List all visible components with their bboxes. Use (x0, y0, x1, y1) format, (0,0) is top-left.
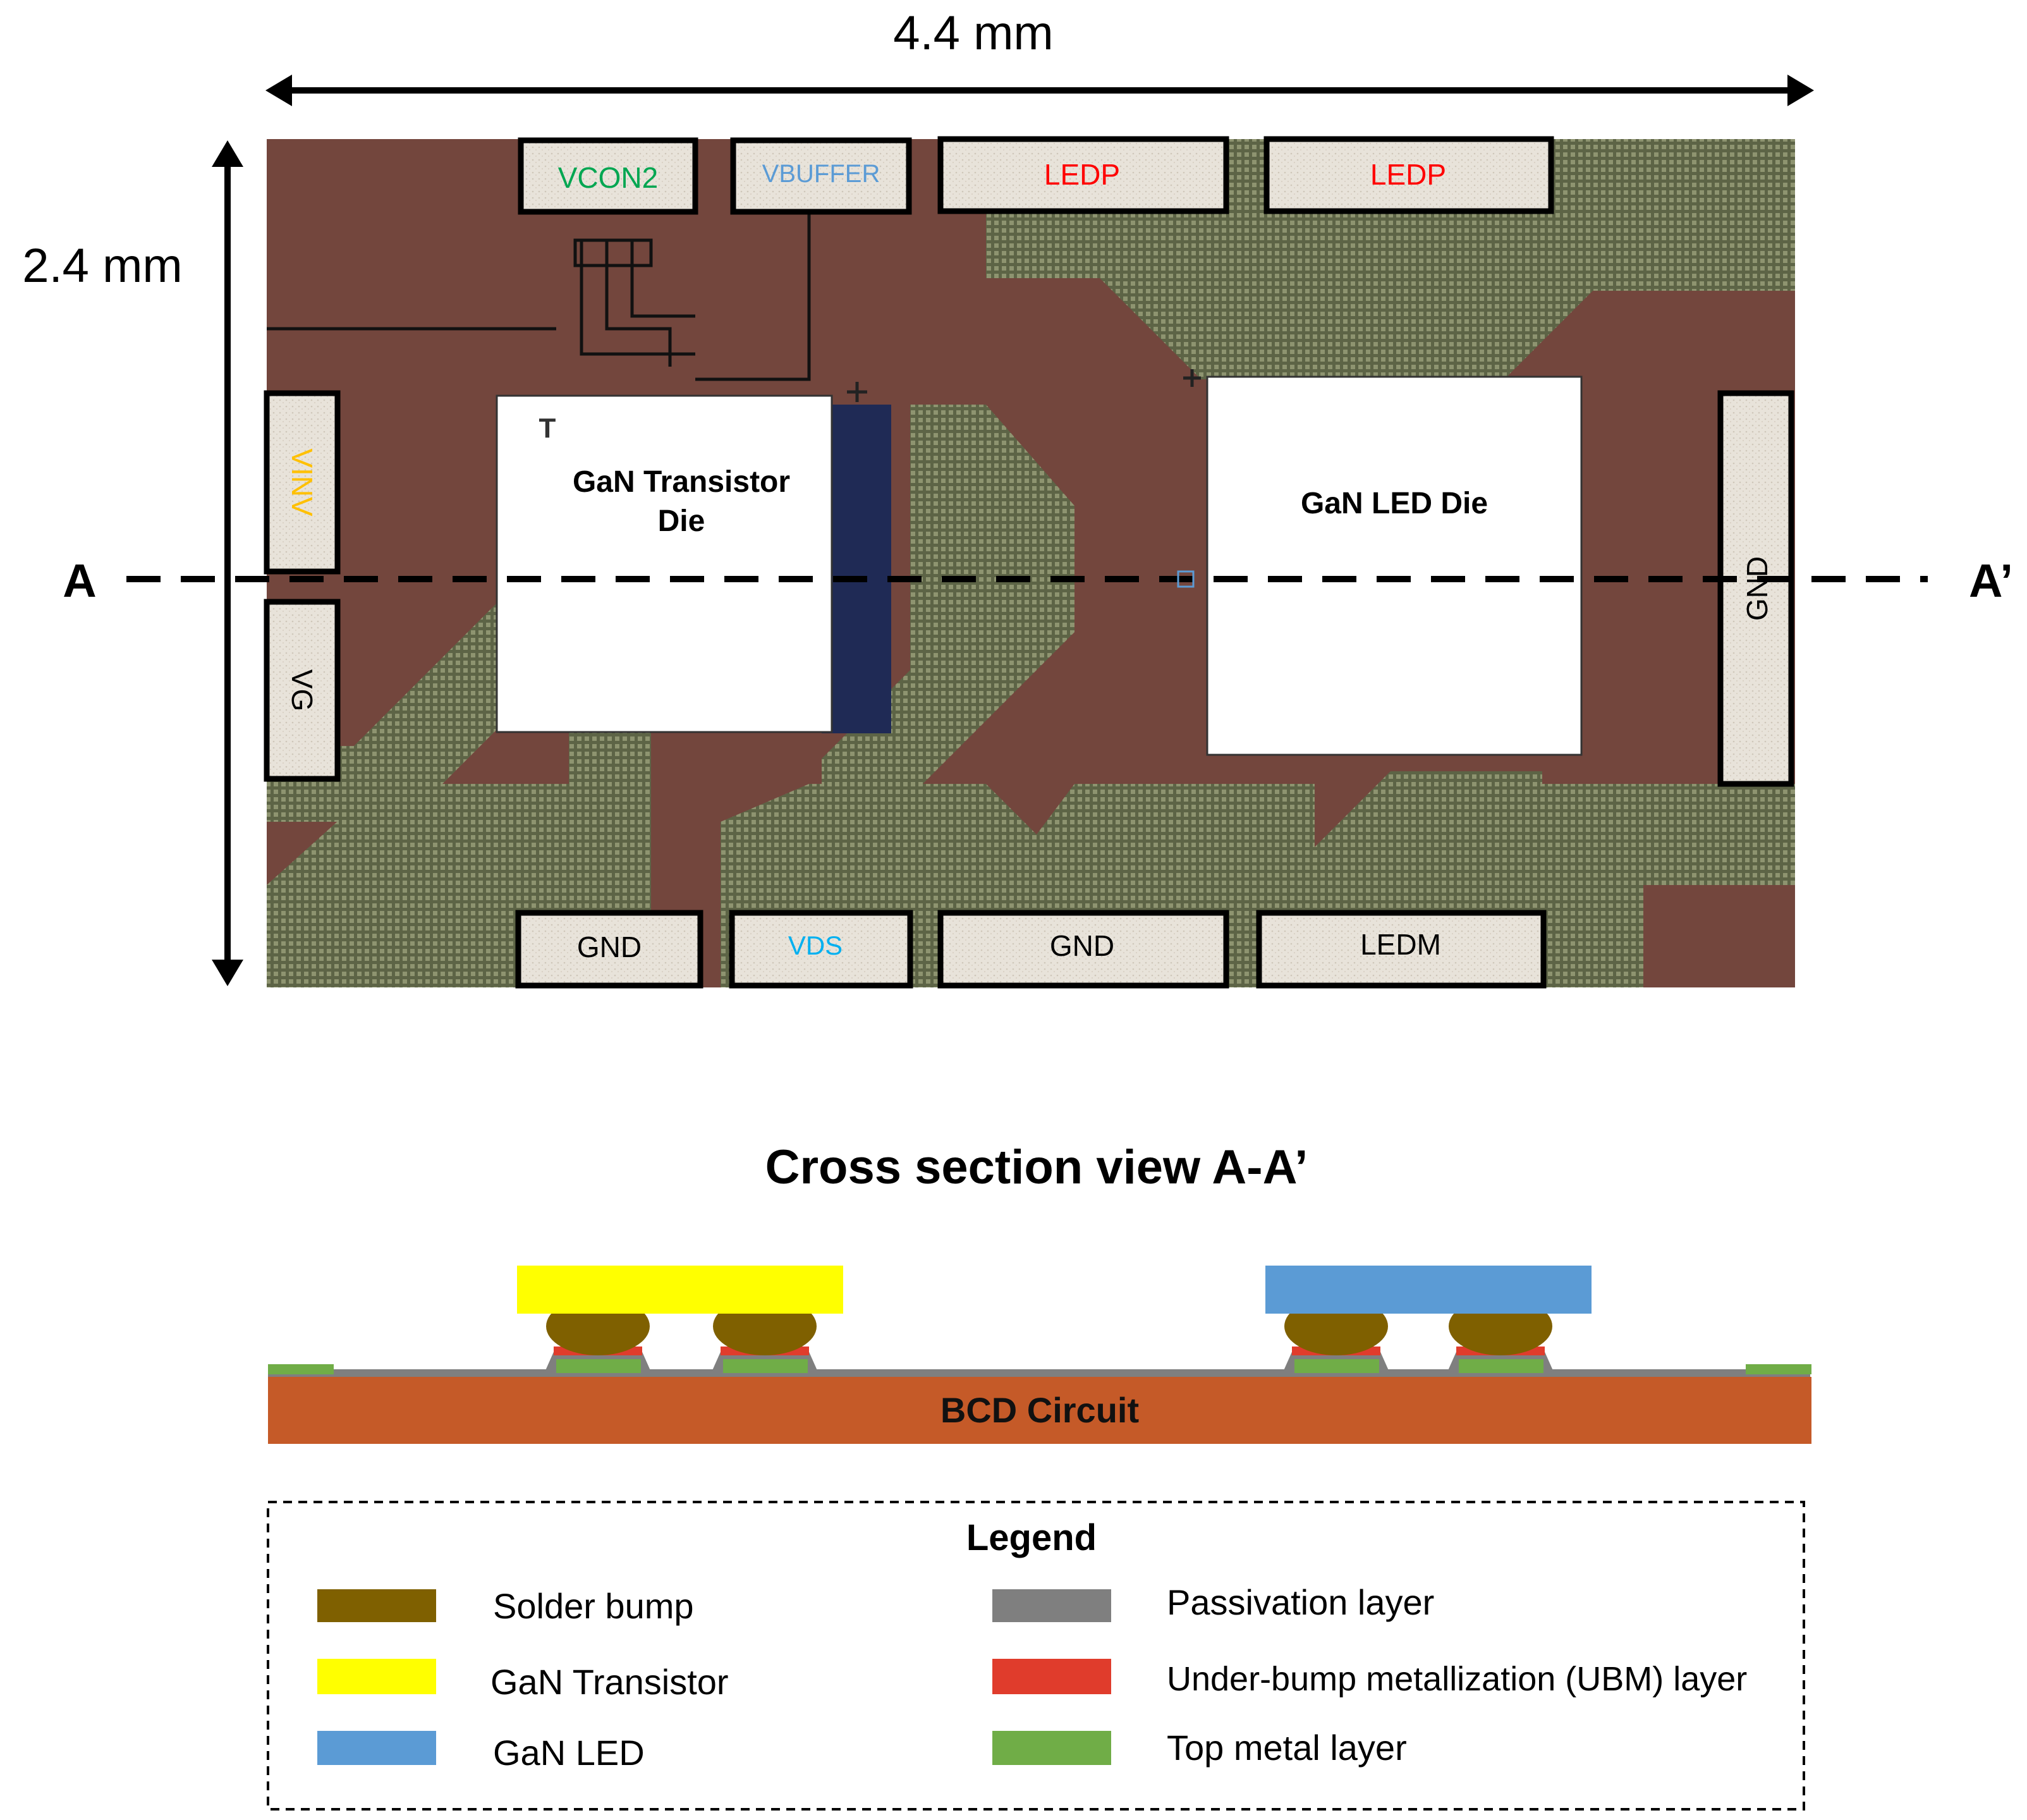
legend-swatch-top-metal (992, 1731, 1111, 1765)
pad-vds (729, 910, 913, 989)
width-label: 4.4 mm (893, 6, 1053, 60)
transistor-die-label-2: Die (658, 504, 705, 538)
pad-ledp-2 (1263, 136, 1554, 214)
passivation-layer (268, 1369, 1810, 1377)
pad-gnd-bottom-2 (937, 910, 1229, 989)
arrowhead-right (1787, 75, 1814, 106)
pad-vcon2 (518, 137, 698, 215)
legend-label-solder-bump: Solder bump (493, 1586, 694, 1626)
legend-box (267, 1501, 1805, 1811)
pad-vg-label: VG (286, 669, 319, 711)
bcd-circuit-substrate (268, 1377, 1811, 1444)
pad-vds-label: VDS (788, 931, 843, 960)
pad-ledp-1-label: LEDP (1044, 158, 1120, 191)
legend-label-passivation: Passivation layer (1167, 1582, 1434, 1622)
pad-gnd-bottom-1 (515, 910, 703, 989)
legend-label-gan-led: GaN LED (493, 1733, 645, 1773)
arrowhead-left (265, 75, 292, 106)
bond-pads: VCON2 VBUFFER LEDP LEDP VINV VG GND GND … (264, 136, 1794, 989)
height-label: 2.4 mm (22, 239, 182, 293)
legend-swatch-gan-led (317, 1731, 436, 1765)
pad-vbuffer (730, 137, 912, 215)
pad-gnd-right-label: GND (1741, 556, 1774, 621)
transistor-mark-icon: T (539, 413, 556, 444)
legend-label-ubm: Under-bump metallization (UBM) layer (1167, 1660, 1747, 1698)
gan-led-block (1265, 1266, 1592, 1314)
legend-swatch-ubm (992, 1659, 1111, 1694)
cross-section: BCD Circuit (268, 1266, 1811, 1444)
top-metal-right-edge (1746, 1364, 1811, 1374)
metal-mesh-transistor-column (569, 721, 651, 923)
pad-gnd-bottom-2-label: GND (1050, 929, 1114, 962)
pad-vg (264, 599, 341, 782)
gan-transistor-die: T GaN Transistor Die (496, 394, 833, 733)
section-marker-a: A (63, 554, 96, 607)
legend-label-top-metal: Top metal layer (1167, 1728, 1407, 1768)
metal-mesh-bottom-left (267, 784, 569, 987)
gan-transistor-block (517, 1266, 843, 1314)
led-die-label: GaN LED Die (1301, 487, 1488, 520)
height-dimension: 2.4 mm (22, 140, 243, 986)
width-dimension: 4.4 mm (265, 6, 1814, 106)
legend-label-gan-transistor: GaN Transistor (490, 1662, 729, 1702)
metal-mesh-left-diag (267, 531, 569, 822)
legend-swatch-gan-transistor (317, 1659, 436, 1694)
transistor-die-box (496, 394, 833, 733)
pad-ledm-label: LEDM (1360, 928, 1441, 961)
arrowhead-down (212, 960, 243, 986)
alignment-marks (847, 369, 1201, 402)
bcd-circuit-label: BCD Circuit (940, 1390, 1139, 1430)
section-marker-small-box (1177, 570, 1195, 588)
circuit-traces (267, 209, 811, 381)
pad-gnd-bottom-1-label: GND (577, 931, 642, 963)
top-metal-left-edge (268, 1364, 334, 1374)
legend-title: Legend (966, 1517, 1097, 1558)
arrowhead-up (212, 140, 243, 167)
transistor-die-label-1: GaN Transistor (573, 465, 790, 499)
transistor-dark-body (822, 405, 891, 733)
gan-led-die: GaN LED Die (1206, 376, 1583, 756)
pad-ledp-1 (937, 136, 1229, 214)
section-line: A A’ (63, 554, 2013, 607)
section-marker-a-prime: A’ (1969, 554, 2013, 607)
cross-section-title: Cross section view A-A’ (765, 1140, 1308, 1194)
led-die-box (1206, 376, 1583, 756)
pad-vbuffer-label: VBUFFER (762, 160, 880, 188)
pad-ledm (1256, 910, 1547, 989)
legend-swatch-passivation (992, 1589, 1111, 1622)
legend-swatch-solder-bump (317, 1589, 436, 1622)
pad-gnd-right (1717, 390, 1794, 787)
pad-vcon2-label: VCON2 (558, 161, 658, 194)
legend: Legend Solder bump GaN Transistor GaN LE… (267, 1501, 1805, 1811)
pad-vinv-label: VINV (286, 448, 319, 516)
metal-mesh-bottom-right (1542, 784, 1795, 987)
pad-ledp-2-label: LEDP (1370, 158, 1446, 191)
pad-vinv (264, 390, 341, 575)
